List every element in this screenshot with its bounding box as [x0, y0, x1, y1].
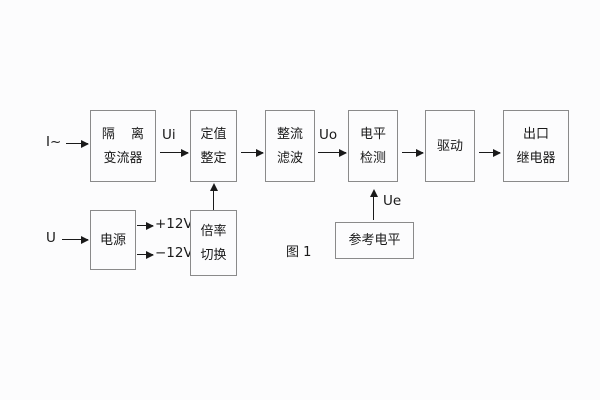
input-label-voltage: U [46, 230, 56, 246]
block-isolation-ct: 隔 离 变流器 [90, 110, 156, 182]
block-rectify-filter-line-1: 整流 [276, 126, 303, 142]
signal-label-uo: Uo [319, 127, 338, 143]
block-setting: 定值 整定 [190, 110, 237, 182]
block-isolation-ct-line-2: 变流器 [103, 150, 143, 166]
block-rectify-filter-line-2: 滤波 [276, 150, 303, 166]
block-ratio-switch: 倍率 切换 [190, 210, 237, 276]
arrow-setting-to-rectify-filter [241, 148, 264, 157]
arrow-rail-positive [137, 221, 154, 230]
block-reference-level-line-1: 参考电平 [348, 233, 401, 248]
block-setting-line-1: 定值 [200, 126, 227, 142]
block-output-relay-line-1: 出口 [522, 126, 549, 142]
block-drive: 驱动 [425, 110, 475, 182]
rail-label-positive: +12V [155, 216, 193, 232]
block-power-supply: 电源 [90, 210, 136, 270]
signal-label-ue: Ue [383, 193, 402, 209]
block-setting-line-2: 整定 [200, 150, 227, 166]
signal-label-ui: Ui [162, 127, 176, 143]
block-rectify-filter: 整流 滤波 [265, 110, 315, 182]
arrow-ratio-switch-to-setting [209, 183, 218, 210]
arrow-drive-to-output-relay [479, 148, 501, 157]
block-power-supply-line-1: 电源 [99, 232, 126, 248]
arrow-isolation-ct-to-setting [160, 148, 189, 157]
block-output-relay: 出口 继电器 [503, 110, 569, 182]
block-ratio-switch-line-2: 切换 [200, 247, 227, 263]
input-label-current: I~ [46, 134, 62, 150]
arrow-voltage-to-power-supply [62, 235, 89, 244]
arrow-rail-negative [137, 250, 154, 259]
block-drive-line-1: 驱动 [436, 138, 463, 154]
block-isolation-ct-line-1: 隔 离 [101, 126, 151, 142]
block-level-detect-line-2: 检测 [359, 150, 386, 166]
arrow-rectify-filter-to-level-detect [318, 148, 347, 157]
block-ratio-switch-line-1: 倍率 [200, 223, 227, 239]
rail-label-negative: −12V [155, 245, 193, 261]
block-reference-level: 参考电平 [335, 222, 414, 259]
block-level-detect-line-1: 电平 [359, 126, 386, 142]
figure-caption: 图 1 [286, 245, 312, 260]
block-level-detect: 电平 检测 [348, 110, 398, 182]
arrow-current-to-isolation-ct [66, 139, 89, 148]
arrow-reference-level-to-level-detect [369, 189, 378, 220]
block-output-relay-line-2: 继电器 [516, 150, 556, 166]
arrow-level-detect-to-drive [402, 148, 424, 157]
